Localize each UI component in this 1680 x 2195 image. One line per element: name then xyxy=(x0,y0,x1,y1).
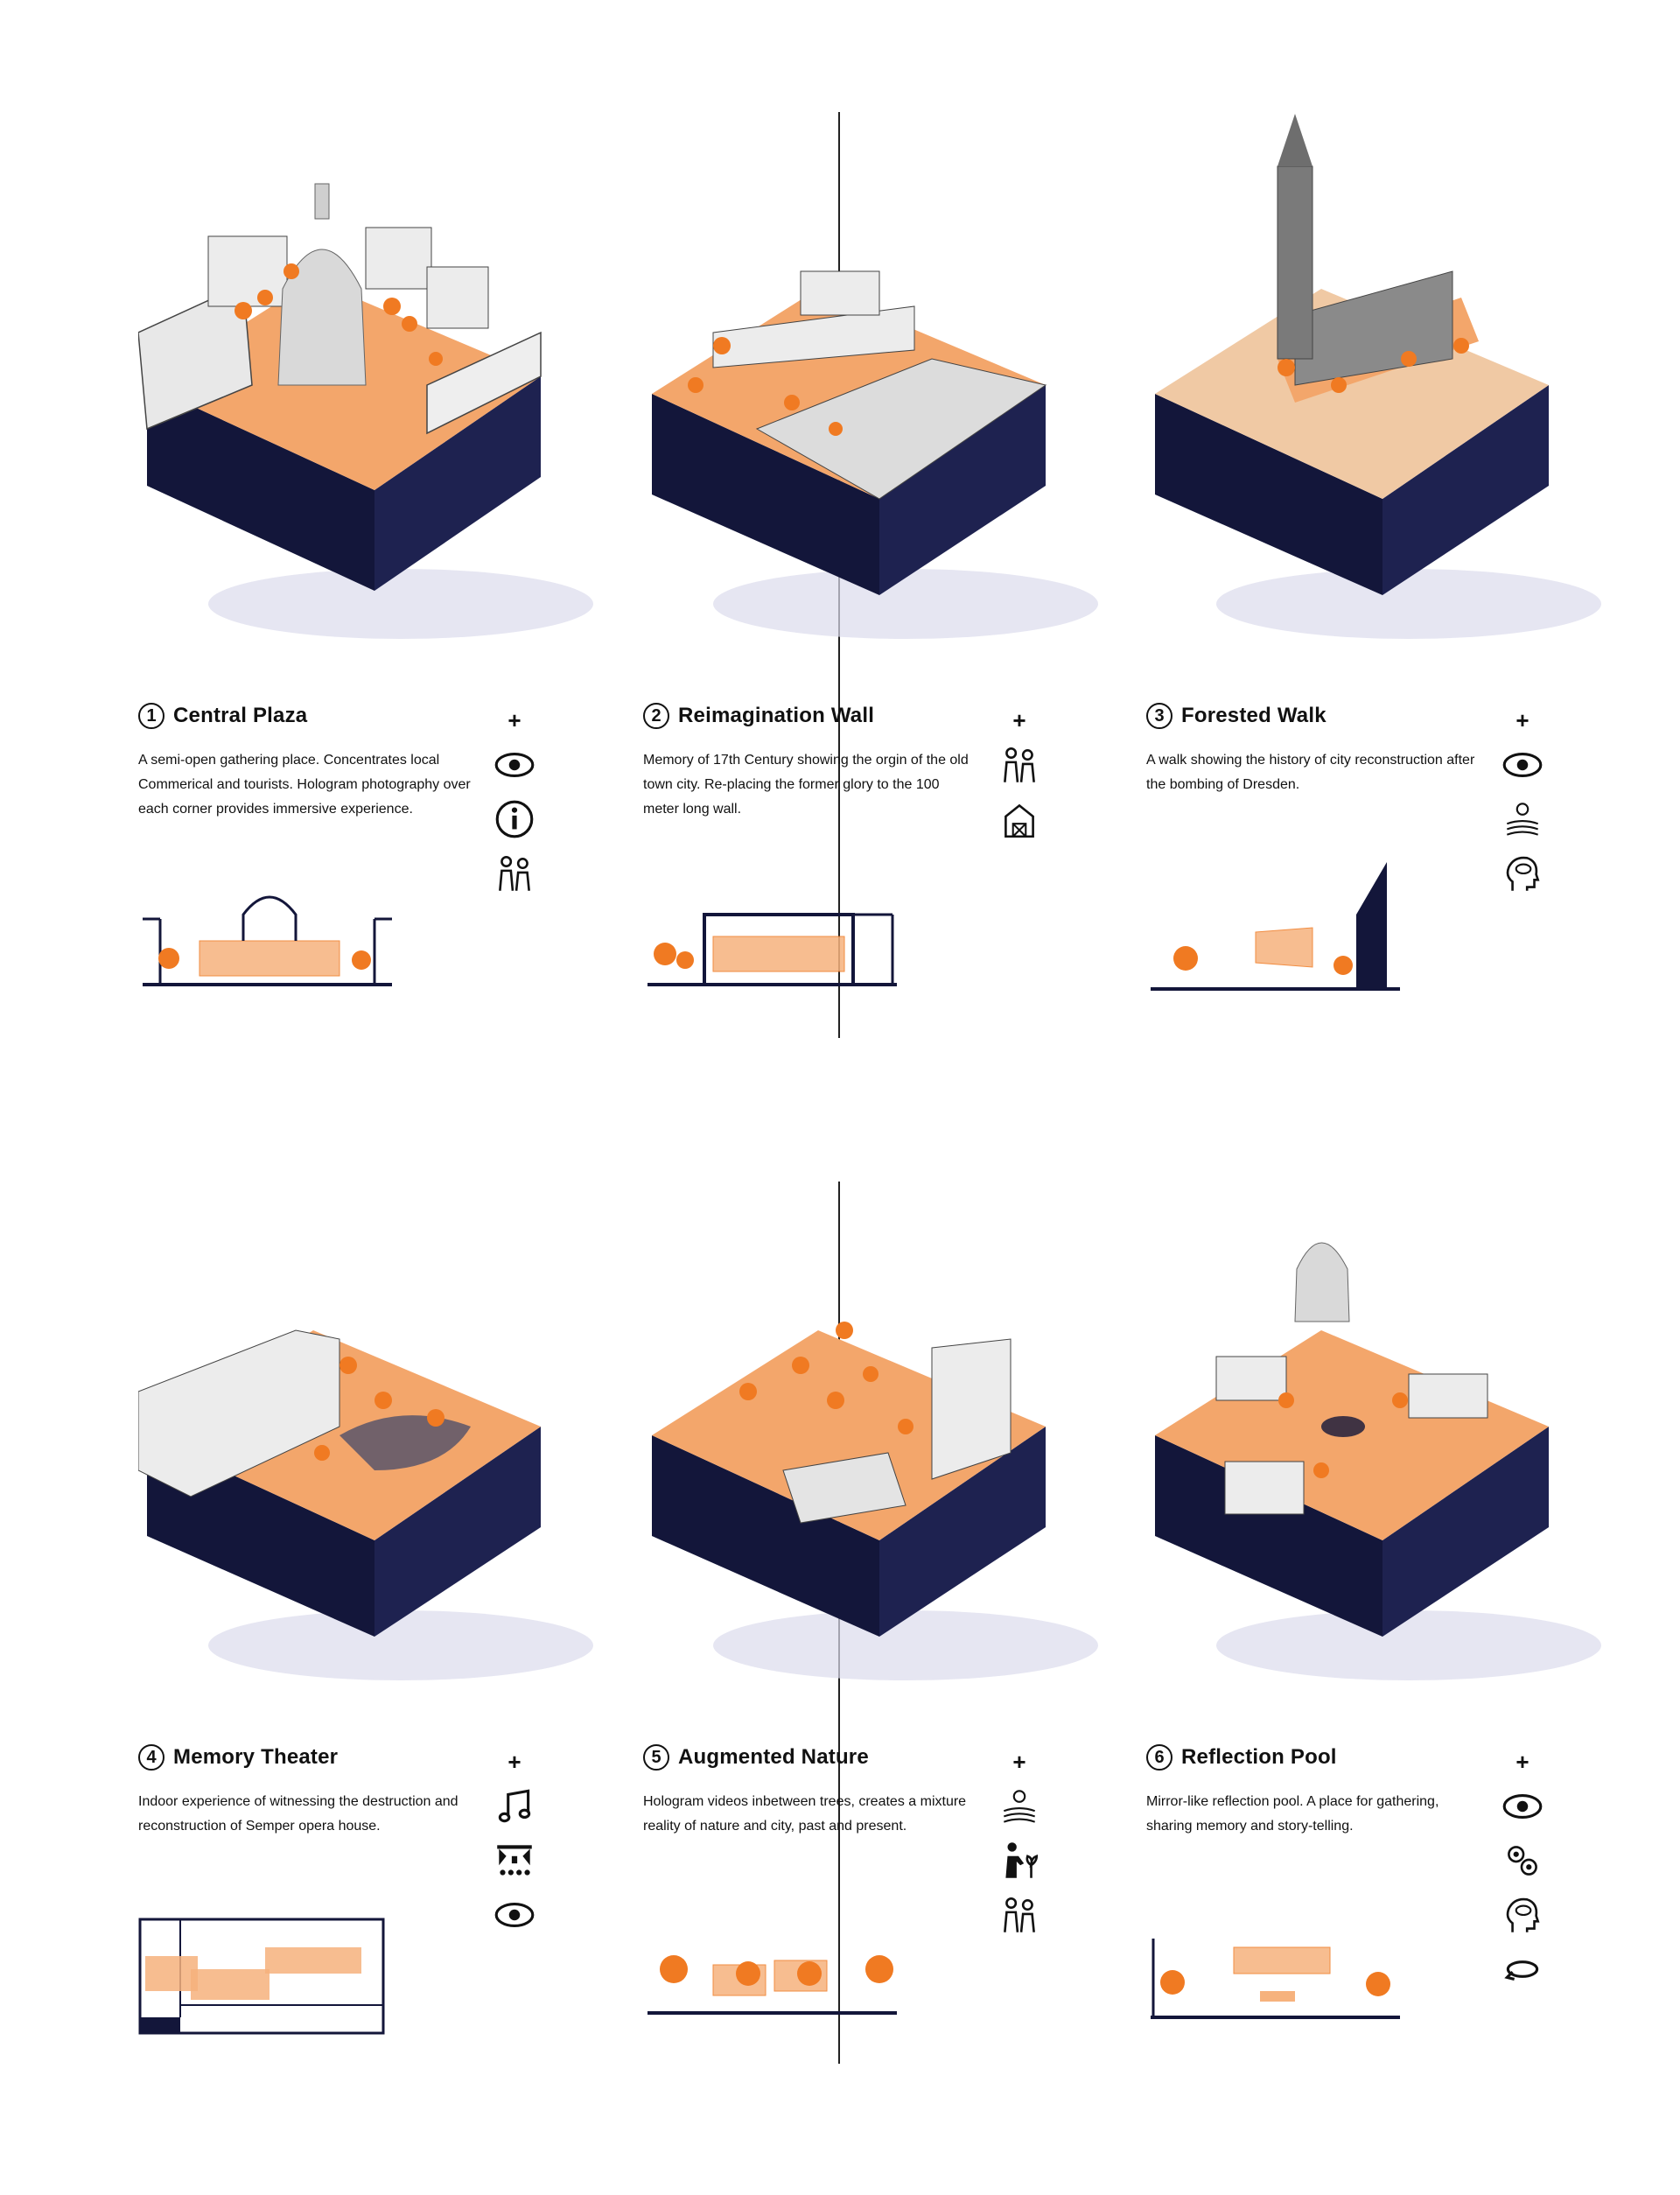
title-row: 5 Augmented Nature xyxy=(643,1740,869,1775)
section-drawing-reflection-pool xyxy=(1151,1939,1400,2019)
icon-column: + xyxy=(1496,1750,1549,2001)
section-drawing-reimagination-wall xyxy=(648,913,897,986)
icon-column: + xyxy=(993,709,1046,851)
panel-central-plaza: 1 Central Plaza A semi-open gathering pl… xyxy=(138,96,663,1059)
icon-column: + xyxy=(1496,709,1549,905)
section-drawing-augmented-nature xyxy=(648,1955,897,2015)
panel-reflection-pool: 6 Reflection Pool Mirror-like reflection… xyxy=(1146,1138,1671,2100)
theater-icon xyxy=(497,1845,532,1876)
iso-model-central-plaza xyxy=(138,183,593,639)
mind-icon xyxy=(1506,856,1540,891)
panel-reimagination-wall: 2 Reimagination Wall Memory of 17th Cent… xyxy=(643,96,1168,1059)
eye-icon xyxy=(1502,1793,1543,1820)
panel-title: Central Plaza xyxy=(173,704,308,727)
plus-icon: + xyxy=(1012,1749,1026,1775)
sun-field-icon xyxy=(1506,803,1539,836)
title-row: 1 Central Plaza xyxy=(138,698,307,733)
panel-number: 5 xyxy=(643,1744,669,1771)
plus-icon: + xyxy=(1516,1749,1530,1775)
section-drawing-central-plaza xyxy=(143,895,392,986)
rotate-icon xyxy=(1504,1960,1539,1981)
panel-title: Memory Theater xyxy=(173,1745,339,1769)
people-icon xyxy=(499,855,530,891)
title-row: 6 Reflection Pool xyxy=(1146,1740,1337,1775)
iso-model-augmented-nature xyxy=(652,1322,1098,1680)
music-icon xyxy=(498,1789,531,1823)
panel-title: Forested Walk xyxy=(1181,704,1326,727)
panel-title: Augmented Nature xyxy=(678,1745,869,1769)
mind-icon xyxy=(1506,1897,1540,1932)
people-icon xyxy=(1004,1897,1035,1932)
section-drawing-forested-walk xyxy=(1151,862,1400,991)
title-row: 2 Reimagination Wall xyxy=(643,698,874,733)
plus-icon: + xyxy=(1516,707,1530,733)
panel-title: Reimagination Wall xyxy=(678,704,875,727)
barn-icon xyxy=(1004,803,1034,838)
iso-model-reimagination-wall xyxy=(652,270,1098,639)
share-icon xyxy=(1508,1846,1537,1876)
sun-field-icon xyxy=(1003,1790,1036,1823)
panel-description: Hologram videos inbetween trees, creates… xyxy=(643,1794,967,1834)
panel-number: 4 xyxy=(138,1744,164,1771)
plus-icon: + xyxy=(508,1749,522,1775)
section-drawing-memory-theater xyxy=(138,1918,385,2035)
iso-model-forested-walk xyxy=(1155,114,1601,639)
panel-number: 3 xyxy=(1146,703,1172,729)
panel-title: Reflection Pool xyxy=(1181,1745,1337,1769)
plus-icon: + xyxy=(1012,707,1026,733)
panel-number: 2 xyxy=(643,703,669,729)
eye-icon xyxy=(494,1902,535,1928)
panel-description: A walk showing the history of city recon… xyxy=(1146,753,1475,792)
gardener-icon xyxy=(1005,1842,1039,1878)
panel-description: Mirror-like reflection pool. A place for… xyxy=(1146,1794,1439,1834)
panel-description: Memory of 17th Century showing the orgin… xyxy=(643,753,969,817)
people-icon xyxy=(1004,747,1035,782)
panel-memory-theater: 4 Memory Theater Indoor experience of wi… xyxy=(138,1138,663,2100)
title-row: 3 Forested Walk xyxy=(1146,698,1326,733)
icon-column: + xyxy=(993,1750,1046,1946)
info-icon xyxy=(495,800,534,838)
iso-model-memory-theater xyxy=(138,1329,593,1680)
panel-description: Indoor experience of witnessing the dest… xyxy=(138,1794,458,1834)
title-row: 4 Memory Theater xyxy=(138,1740,338,1775)
eye-icon xyxy=(1502,752,1543,778)
eye-icon xyxy=(494,752,535,778)
panel-number: 1 xyxy=(138,703,164,729)
icon-column: + xyxy=(488,1750,541,1946)
icon-column: + xyxy=(488,709,541,905)
iso-model-reflection-pool xyxy=(1155,1242,1601,1680)
plus-icon: + xyxy=(508,707,522,733)
panel-augmented-nature: 5 Augmented Nature Hologram videos inbet… xyxy=(643,1138,1168,2100)
panel-number: 6 xyxy=(1146,1744,1172,1771)
panel-forested-walk: 3 Forested Walk A walk showing the histo… xyxy=(1146,96,1671,1059)
panel-description: A semi-open gathering place. Concentrate… xyxy=(138,753,471,817)
